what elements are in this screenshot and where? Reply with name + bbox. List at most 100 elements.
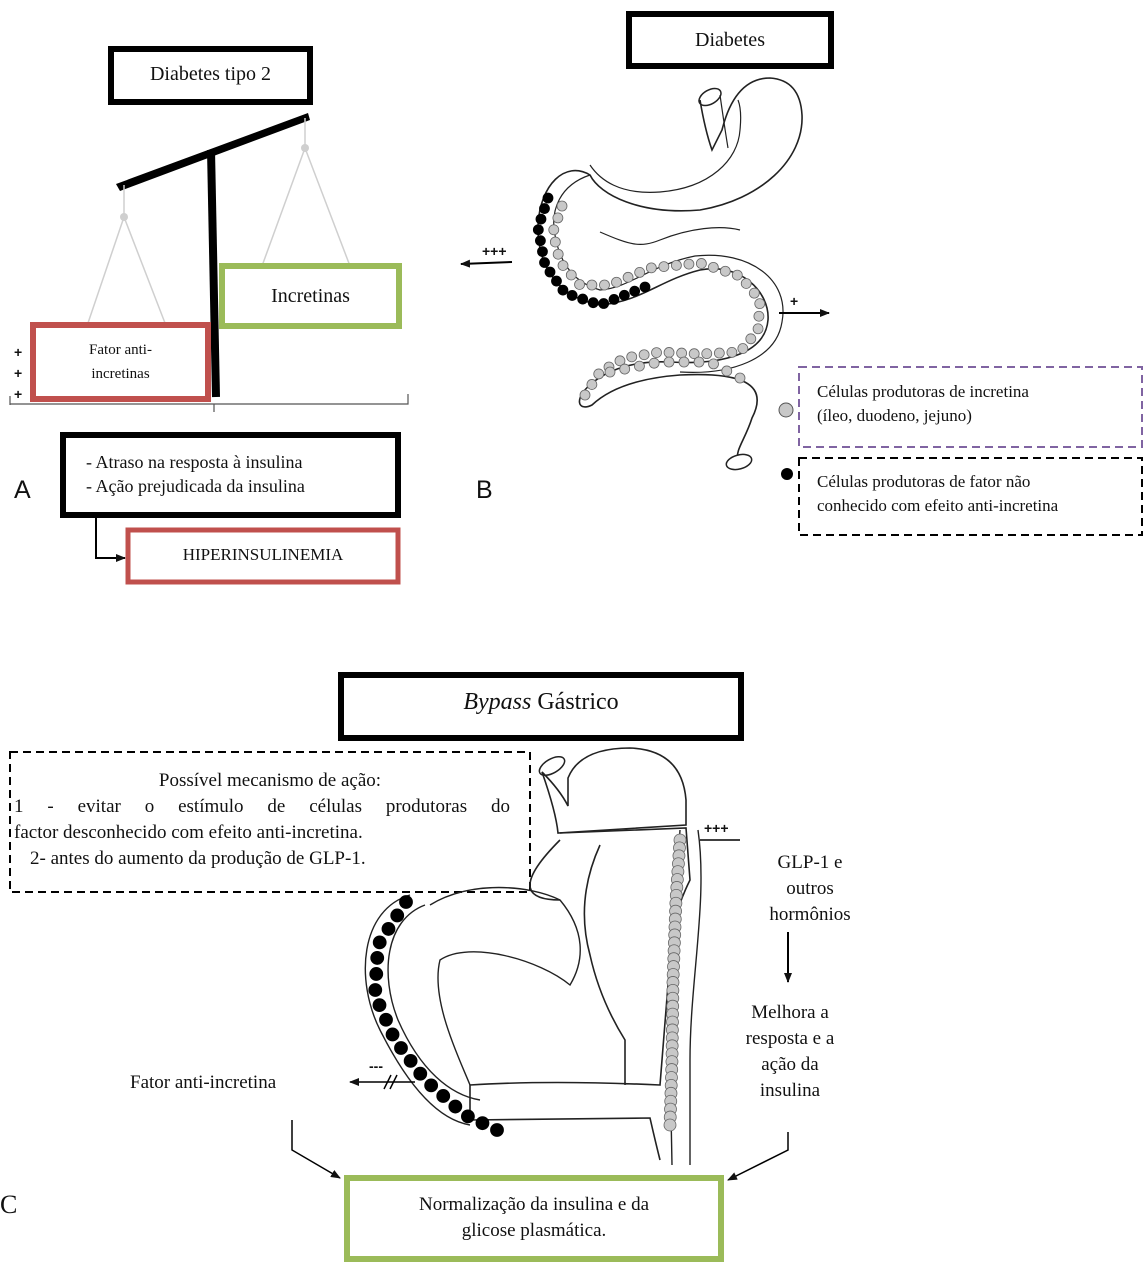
improve-line-1: Melhora a (720, 1002, 860, 1024)
anti-incretin-cell (371, 951, 384, 964)
anti-incretin-cell (630, 286, 640, 296)
incretin-cell (722, 366, 732, 376)
incretin-cell (623, 272, 633, 282)
incretin-cell (671, 260, 681, 270)
incretin-cell (754, 311, 764, 321)
incretin-cell (664, 347, 674, 357)
mechanism-line-2: factor desconhecido com efeito anti-incr… (14, 822, 363, 844)
intestine-end (725, 452, 754, 472)
anti-incretin-cell (540, 258, 550, 268)
incretin-cell (732, 270, 742, 280)
anti-incretin-label-1: Fator anti- (36, 342, 205, 359)
left-converge-arrow (292, 1120, 340, 1178)
anti-incretin-cell (404, 1054, 417, 1067)
result-box (347, 1178, 721, 1259)
improve-line-4: insulina (720, 1080, 860, 1102)
left-string (88, 217, 124, 323)
panel-letter-c: C (0, 1190, 17, 1220)
outcome-label: HIPERINSULINEMIA (131, 545, 395, 565)
incretin-cell (646, 263, 656, 273)
incretin-cell (709, 359, 719, 369)
anti-incretin-cell (373, 999, 386, 1012)
result-line-1: Normalização da insulina e da (350, 1194, 718, 1216)
anti-incretin-cell (437, 1089, 450, 1102)
incretin-cell (587, 379, 597, 389)
incretin-cell (677, 348, 687, 358)
result-line-2: glicose plasmática. (350, 1220, 718, 1242)
incretin-cell (635, 267, 645, 277)
anti-incretin-cell (567, 290, 577, 300)
incretin-cell (702, 349, 712, 359)
stomach-intestine-inner (554, 95, 783, 372)
glp1-line-2: outros (755, 878, 865, 900)
mechanism-line-1: 1 - evitar o estímulo de células produto… (14, 796, 510, 818)
incretin-cell (587, 280, 597, 290)
anti-incretin-cell (425, 1079, 438, 1092)
left-string (124, 217, 165, 323)
anti-incretin-cell (370, 967, 383, 980)
left-arrow-b-label: +++ (482, 243, 507, 259)
incretin-cell (580, 390, 590, 400)
plus-sign: + (14, 386, 22, 402)
incretin-cell (735, 373, 745, 383)
right-string (305, 148, 350, 266)
anti-incretin-cell (382, 922, 395, 935)
anti-incretin-cell (476, 1117, 489, 1130)
panel-c-title-rest: Gástrico (531, 689, 618, 715)
panel-a-art (10, 49, 408, 582)
anti-incretin-cell (578, 294, 588, 304)
incretin-cell (550, 237, 560, 247)
panel-a-title: Diabetes tipo 2 (114, 63, 307, 86)
incretin-cell (753, 324, 763, 334)
incretin-cell (746, 334, 756, 344)
incretin-cell (694, 357, 704, 367)
incretin-cell (714, 348, 724, 358)
anti-incretin-cell (400, 896, 413, 909)
legend-gray-dot (779, 403, 793, 417)
anti-incretin-cell (391, 909, 404, 922)
incretin-cell (664, 357, 674, 367)
legend-black-line-2: conhecido com efeito anti-incretina (817, 496, 1058, 516)
incretin-cell (634, 361, 644, 371)
anti-incretin-cell (539, 204, 549, 214)
anti-incretin-cell (449, 1100, 462, 1113)
anti-incretin-cell (491, 1124, 504, 1137)
incretin-cell (749, 288, 759, 298)
incretin-cell (659, 262, 669, 272)
legend-gray-line-1: Células produtoras de incretina (817, 382, 1029, 402)
esophagus-c (536, 753, 567, 779)
anti-incretin-cell (380, 1013, 393, 1026)
legend-black-line-1: Células produtoras de fator não (817, 472, 1030, 492)
incretin-cell (720, 266, 730, 276)
mechanism-line-3: 2- antes do aumento da produção de GLP-1… (30, 848, 366, 870)
panel-c-title: Bypass Gástrico (344, 689, 738, 716)
incretin-cell (553, 249, 563, 259)
incretin-cell (594, 369, 604, 379)
incretin-cell (738, 344, 748, 354)
elbow-arrow (96, 518, 125, 558)
panel-b-art (461, 14, 1142, 535)
incretin-cell (553, 213, 563, 223)
incretin-cell (557, 201, 567, 211)
effects-box (63, 435, 398, 515)
incretin-cell (620, 364, 630, 374)
panel-c-title-italic: Bypass (463, 689, 531, 715)
anti-incretin-cell (386, 1028, 399, 1041)
incretin-cell (684, 259, 694, 269)
incretin-cell (727, 347, 737, 357)
legend-gray-line-2: (íleo, duodeno, jejuno) (817, 406, 972, 426)
incretin-cell (611, 277, 621, 287)
right-string (262, 148, 305, 266)
incretin-cell (708, 262, 718, 272)
mechanism-title: Possível mecanismo de ação: (14, 770, 526, 792)
improve-line-3: ação da (720, 1054, 860, 1076)
incretin-cell (741, 278, 751, 288)
anti-incretin-cell (551, 276, 561, 286)
anti-incretin-cell (558, 285, 568, 295)
anti-incretin-cell (373, 936, 386, 949)
anti-incretin-cell (537, 247, 547, 257)
anti-incretin-cell (536, 214, 546, 224)
right-arrow-b-label: + (790, 293, 798, 309)
incretin-cell (575, 279, 585, 289)
